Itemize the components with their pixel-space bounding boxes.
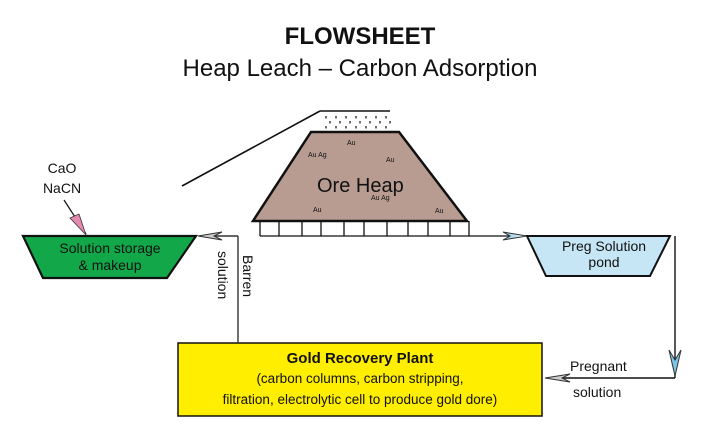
plant-title: Gold Recovery Plant	[287, 350, 434, 367]
mineral-label: Au	[435, 208, 444, 215]
arrow-down	[668, 349, 682, 377]
ore-heap	[250, 130, 470, 223]
pregnant-label-1: Pregnant	[570, 358, 627, 374]
plant-desc-2: filtration, electrolytic cell to produce…	[223, 392, 498, 407]
mineral-label: Au Ag	[308, 152, 327, 159]
storage-label-1: Solution storage	[59, 240, 160, 256]
mineral-label: Au Ag	[371, 195, 390, 202]
preg-solution-pond	[525, 235, 672, 277]
mineral-label: Au	[313, 207, 322, 214]
pregnant-label-2: solution	[573, 384, 621, 400]
barren-label-1: Barren	[240, 255, 256, 297]
arrow-to-plant	[544, 373, 571, 383]
sprinkler-line	[181, 110, 390, 187]
mineral-label: Au	[386, 157, 395, 164]
arrow-to-preg-pond	[502, 231, 528, 241]
reagent-nacn: NaCN	[43, 180, 81, 196]
mineral-label: Au	[347, 140, 356, 147]
gold-recovery-plant	[177, 342, 543, 417]
barren-label-2: solution	[215, 251, 231, 299]
preg-pond-label-2: pond	[588, 254, 619, 270]
arrow-to-storage	[197, 231, 223, 241]
solution-storage-pond	[21, 234, 199, 280]
drainage-grid	[259, 221, 520, 237]
reagent-arrow-head	[69, 213, 87, 236]
preg-pond-label-1: Preg Solution	[562, 238, 646, 254]
title-line-1: FLOWSHEET	[285, 23, 436, 50]
reagent-cao: CaO	[48, 160, 77, 176]
ore-heap-label: Ore Heap	[317, 175, 404, 197]
plant-desc-1: (carbon columns, carbon stripping,	[256, 371, 463, 386]
title-line-2: Heap Leach – Carbon Adsorption	[183, 55, 538, 82]
solution-drops	[325, 116, 391, 129]
storage-label-2: & makeup	[78, 257, 141, 273]
